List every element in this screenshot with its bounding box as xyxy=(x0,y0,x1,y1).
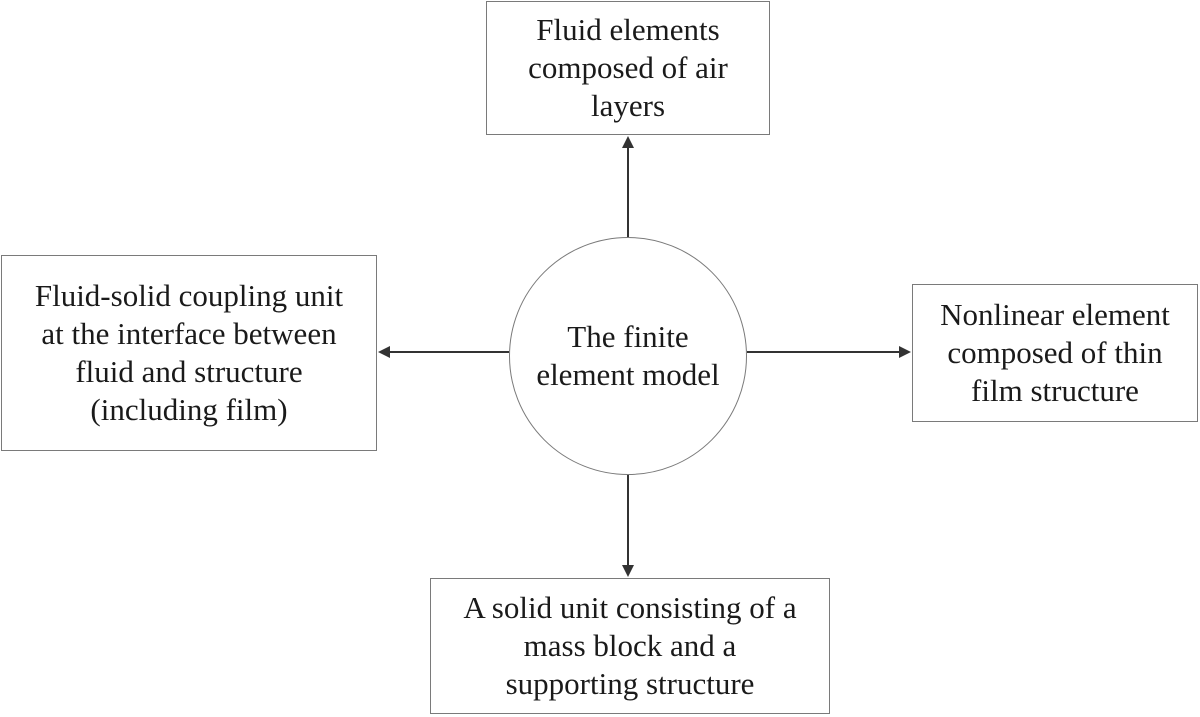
node-solid-unit-label: A solid unit consisting of a mass block … xyxy=(463,590,797,701)
center-node-finite-element-model: The finite element model xyxy=(509,237,747,475)
node-solid-unit: A solid unit consisting of a mass block … xyxy=(430,578,830,714)
node-fluid-elements: Fluid elements composed of air layers xyxy=(486,1,770,135)
node-nonlinear-element: Nonlinear element composed of thin film … xyxy=(912,284,1198,422)
node-nonlinear-element-label: Nonlinear element composed of thin film … xyxy=(940,297,1170,408)
center-node-label: The finite element model xyxy=(536,319,720,392)
node-fluid-solid-coupling: Fluid-solid coupling unit at the interfa… xyxy=(1,255,377,451)
node-fluid-solid-coupling-label: Fluid-solid coupling unit at the interfa… xyxy=(34,278,344,427)
node-fluid-elements-label: Fluid elements composed of air layers xyxy=(528,12,728,123)
